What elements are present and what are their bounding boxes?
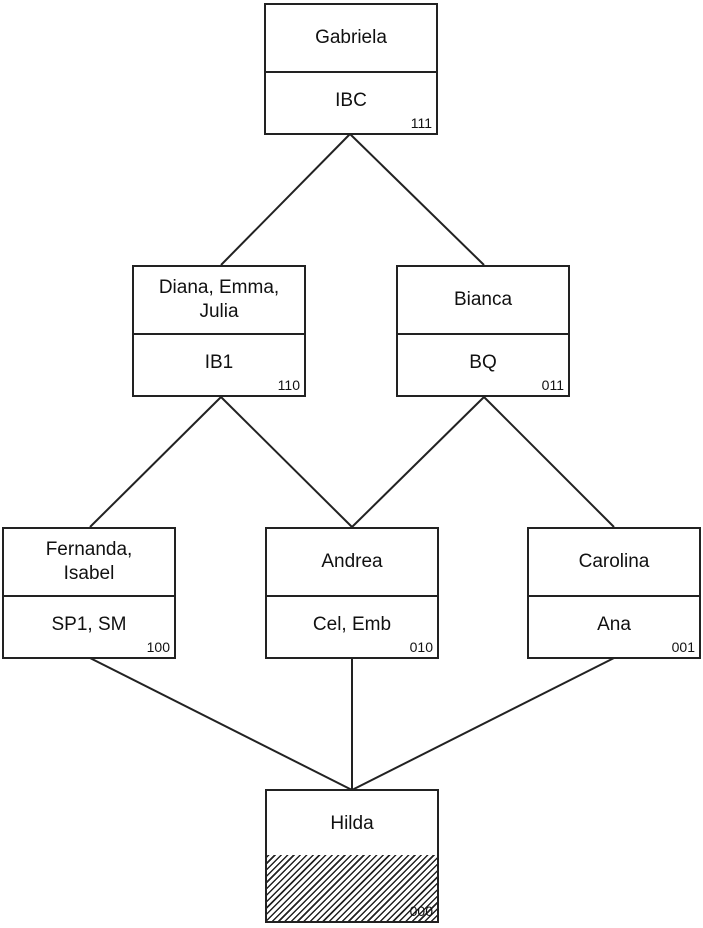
edge-111-011: [349, 133, 485, 266]
node-objects: Bianca: [398, 267, 568, 335]
node-code: 010: [409, 639, 433, 655]
edge-011-010: [351, 396, 485, 528]
node-attributes: IB1: [204, 352, 234, 373]
concept-node-100: Fernanda, Isabel SP1, SM 100: [2, 527, 176, 659]
node-code: 000: [409, 903, 433, 919]
node-attributes: SP1, SM: [51, 614, 127, 635]
edge-001-000: [351, 657, 615, 791]
node-code: 001: [671, 639, 695, 655]
concept-node-010: Andrea Cel, Emb 010: [265, 527, 439, 659]
node-attributes: Cel, Emb: [312, 614, 392, 635]
node-objects: Andrea: [267, 529, 437, 597]
node-attributes: Ana: [597, 614, 631, 635]
edge-111-110: [220, 133, 351, 266]
node-code: 011: [541, 377, 564, 393]
node-code: 111: [410, 115, 432, 131]
concept-node-110: Diana, Emma, Julia IB1 110: [132, 265, 306, 397]
node-code: 110: [277, 377, 300, 393]
edge-110-100: [89, 396, 222, 528]
node-objects: Carolina: [529, 529, 699, 597]
concept-node-001: Carolina Ana 001: [527, 527, 701, 659]
edge-100-000: [89, 657, 353, 791]
node-attributes: IBC: [335, 90, 367, 111]
node-code: 100: [146, 639, 170, 655]
concept-node-111: Gabriela IBC 111: [264, 3, 438, 135]
node-objects: Fernanda, Isabel: [4, 529, 174, 597]
edge-011-001: [483, 396, 615, 528]
concept-node-000: Hilda 000: [265, 789, 439, 923]
concept-node-011: Bianca BQ 011: [396, 265, 570, 397]
node-objects: Gabriela: [266, 5, 436, 73]
node-attributes-empty-hatched: [267, 855, 437, 921]
node-objects: Diana, Emma, Julia: [134, 267, 304, 335]
node-objects: Hilda: [267, 791, 437, 859]
node-attributes: BQ: [469, 352, 497, 373]
edge-110-010: [220, 396, 353, 528]
